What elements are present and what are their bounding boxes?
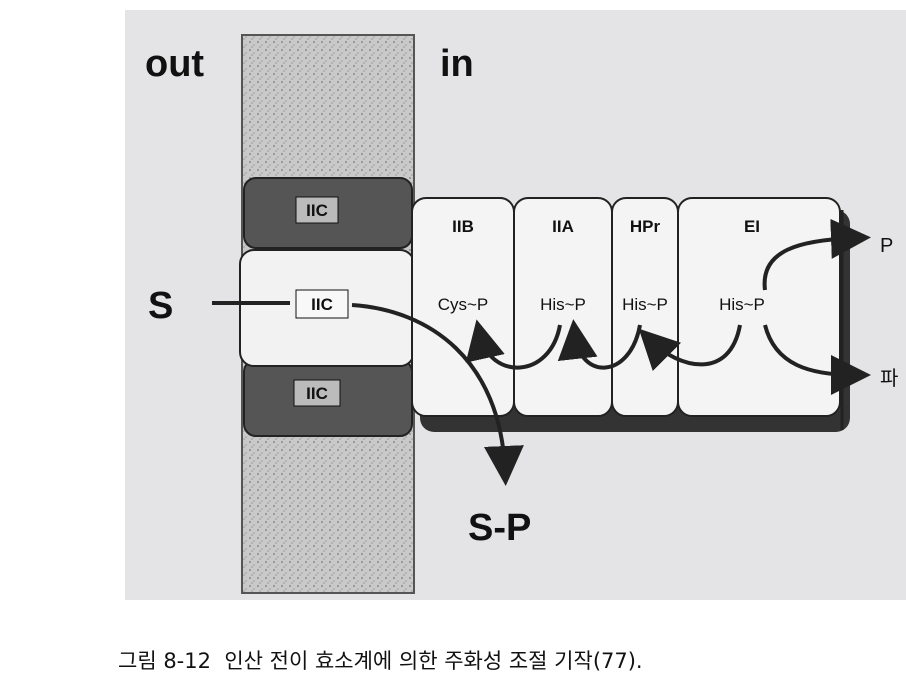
- iic-label-top: IIC: [306, 201, 328, 220]
- label-in: in: [440, 43, 474, 85]
- label-product: S-P: [468, 507, 531, 549]
- label-substrate: S: [148, 285, 173, 327]
- arrow-iia-to-iib: [465, 319, 562, 370]
- arrow-hpr-to-iia: [557, 319, 642, 370]
- label-out: out: [145, 43, 204, 85]
- pts-diagram: IIC IIC IIC IIB Cys~P IIA His~P HPr His~…: [125, 10, 906, 600]
- label-ei: EI: [744, 217, 760, 236]
- output-truncated: 파: [880, 367, 898, 390]
- phosphate-flow-arrows: [212, 210, 871, 486]
- label-iib: IIB: [452, 217, 474, 236]
- state-iia: His~P: [540, 295, 586, 314]
- arrow-ei-to-output-p: [762, 218, 871, 291]
- state-ei: His~P: [719, 295, 765, 314]
- arrow-ei-to-hpr: [638, 324, 742, 372]
- label-iia: IIA: [552, 217, 574, 236]
- iic-label-box-top: [295, 196, 339, 224]
- arrow-ei-to-output-truncated: [763, 324, 871, 395]
- iic-label-center: IIC: [311, 295, 333, 314]
- iic-label-box-bottom: [293, 379, 341, 407]
- figure-caption: 그림 8-12 인산 전이 효소계에 의한 주화성 조절 기작(77).: [118, 649, 643, 673]
- state-hpr: His~P: [622, 295, 668, 314]
- arrow-iic-to-product: [351, 303, 524, 486]
- iic-label-box-center: [295, 289, 349, 319]
- iic-label-bottom: IIC: [306, 384, 328, 403]
- output-p: P: [880, 235, 893, 257]
- state-iib: Cys~P: [438, 295, 489, 314]
- label-hpr: HPr: [630, 217, 661, 236]
